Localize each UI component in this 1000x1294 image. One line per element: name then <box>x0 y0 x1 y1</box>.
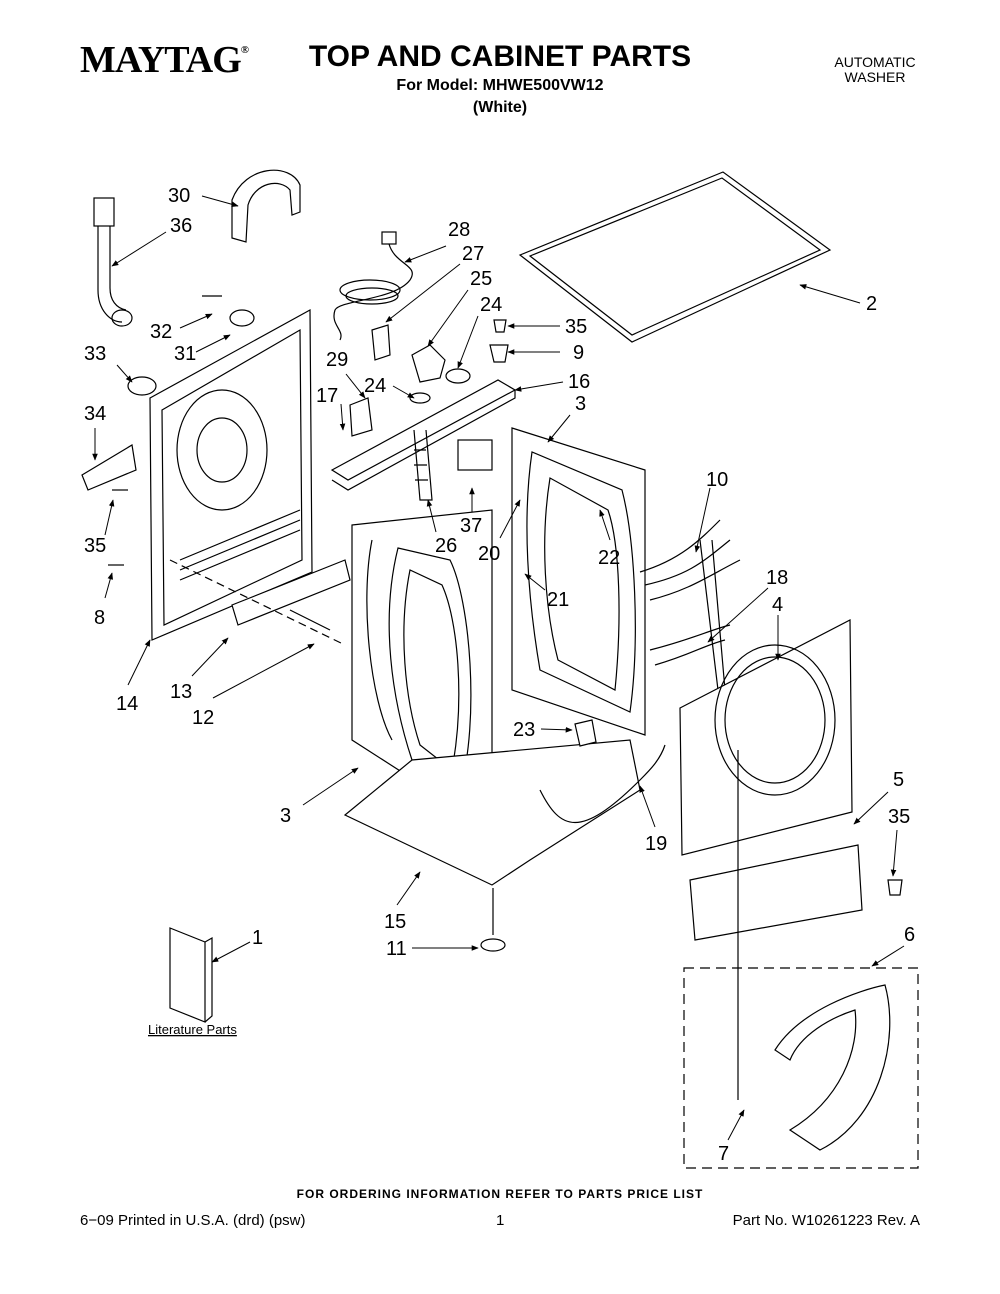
product-type: AUTOMATIC WASHER <box>820 55 930 85</box>
drain-hose-part <box>413 429 433 501</box>
callout-11: 11 <box>386 938 407 960</box>
page-title: TOP AND CABINET PARTS <box>308 40 692 73</box>
part-drawings <box>81 169 919 1169</box>
toe-panel-part <box>689 844 863 941</box>
callout-30: 30 <box>168 185 190 207</box>
callout-3-bottom: 3 <box>280 805 291 827</box>
callout-35-right: 35 <box>888 806 910 828</box>
callout-34: 34 <box>84 403 106 425</box>
callout-20: 20 <box>478 543 500 565</box>
callout-6: 6 <box>904 924 915 946</box>
literature-label: Literature Parts <box>148 1022 237 1037</box>
part-19 <box>539 744 666 823</box>
callout-37: 37 <box>460 515 482 537</box>
callout-36: 36 <box>170 215 192 237</box>
part-13 <box>231 559 351 626</box>
callout-27: 27 <box>462 243 484 265</box>
model-line: For Model: MHWE500VW12 <box>396 77 604 94</box>
part-12 <box>289 609 331 631</box>
part-9 <box>489 344 509 363</box>
callout-31: 31 <box>174 343 196 365</box>
callout-25: 25 <box>470 268 492 290</box>
callout-24b: 24 <box>364 375 386 397</box>
leveling-foot-part <box>480 888 506 952</box>
door-trim-part <box>774 984 891 1151</box>
callout-5: 5 <box>893 769 904 791</box>
water-valve-part <box>409 344 471 404</box>
color-line: (White) <box>472 99 528 116</box>
product-type-line1: AUTOMATIC <box>834 54 916 70</box>
part-34 <box>81 444 137 491</box>
screw-35-top <box>493 319 507 333</box>
callout-17: 17 <box>316 385 338 407</box>
part-33 <box>127 376 157 396</box>
callout-35: 35 <box>565 316 587 338</box>
page-number: 1 <box>496 1212 505 1229</box>
inlet-hose-part <box>93 197 133 327</box>
callout-10: 10 <box>706 469 728 491</box>
part-23 <box>574 719 597 747</box>
hose-clip-part <box>231 169 301 243</box>
callout-2: 2 <box>866 293 877 315</box>
screw-35-right <box>887 879 903 896</box>
callout-29: 29 <box>326 349 348 371</box>
callout-8: 8 <box>94 607 105 629</box>
callout-1: 1 <box>252 927 263 949</box>
callout-4: 4 <box>772 594 783 616</box>
callout-14: 14 <box>116 693 138 715</box>
callout-32: 32 <box>150 321 172 343</box>
part-number: Part No. W10261223 Rev. A <box>732 1212 920 1229</box>
callout-24: 24 <box>480 294 502 316</box>
callout-26: 26 <box>435 535 457 557</box>
literature-booklet <box>169 927 206 1023</box>
leader-lines <box>92 195 905 1141</box>
power-cord-part <box>333 231 413 341</box>
front-panel-part <box>679 619 853 856</box>
callout-21: 21 <box>547 589 569 611</box>
callout-12: 12 <box>192 707 214 729</box>
callout-7: 7 <box>718 1143 729 1165</box>
callout-22: 22 <box>598 547 620 569</box>
wire-harness-part <box>639 519 741 691</box>
print-info: 6−09 Printed in U.S.A. (drd) (psw) <box>80 1212 306 1229</box>
callout-15: 15 <box>384 911 406 933</box>
side-panel-right-part <box>511 427 646 736</box>
callout-16: 16 <box>568 371 590 393</box>
callout-35-left: 35 <box>84 535 106 557</box>
ordering-note: FOR ORDERING INFORMATION REFER TO PARTS … <box>296 1187 704 1201</box>
top-panel-part <box>518 171 832 343</box>
rear-panel-part <box>149 308 313 641</box>
callout-19: 19 <box>645 833 667 855</box>
bracket-27-part <box>371 324 391 361</box>
callout-13: 13 <box>170 681 192 703</box>
brand-logo: MAYTAG® <box>80 39 249 81</box>
callout-33: 33 <box>84 343 106 365</box>
bracket-29-part <box>349 397 373 437</box>
part-37 <box>457 439 493 471</box>
callout-18: 18 <box>766 567 788 589</box>
callout-28: 28 <box>448 219 470 241</box>
callout-9: 9 <box>573 342 584 364</box>
callout-numbers: 30 36 28 27 25 24 2 35 9 32 31 33 29 24 … <box>84 185 915 1165</box>
callout-3-top: 3 <box>575 393 586 415</box>
part-6-box <box>683 967 919 1169</box>
product-type-line2: WASHER <box>844 69 906 85</box>
callout-23: 23 <box>513 719 535 741</box>
part-31 <box>229 309 255 327</box>
